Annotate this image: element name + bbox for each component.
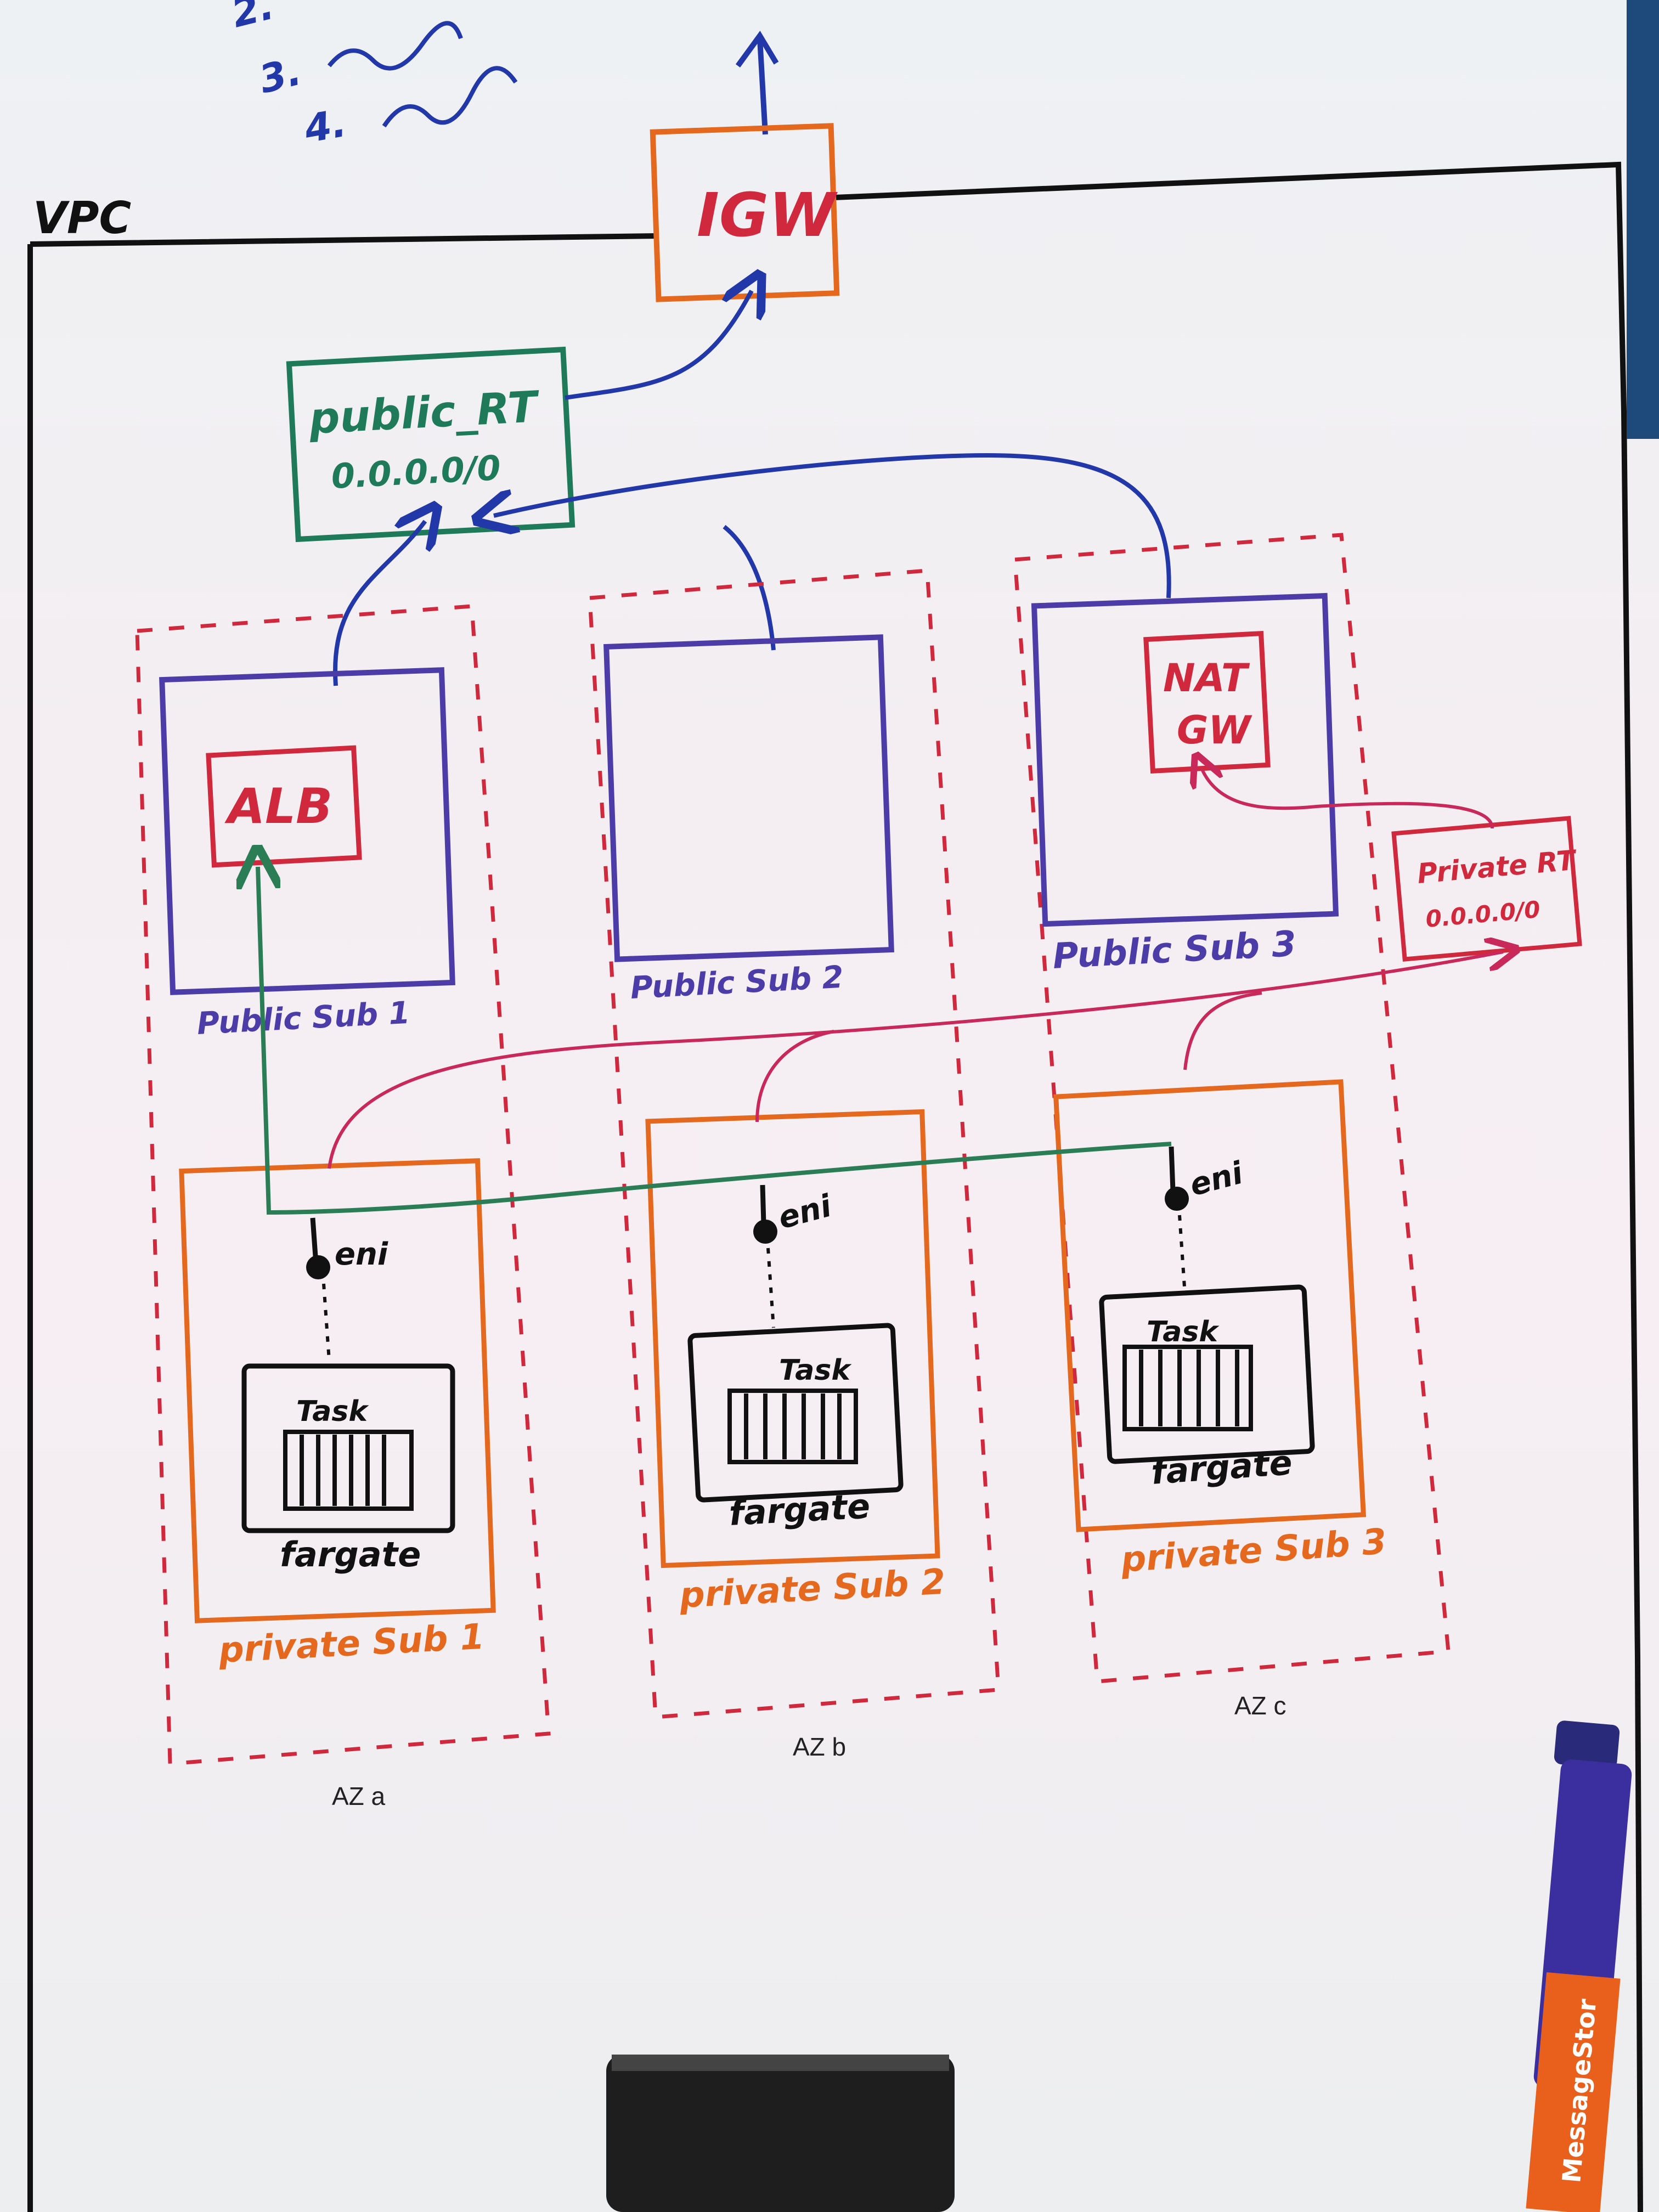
eni-2-label: eni (775, 1188, 836, 1236)
az-a-region (135, 604, 551, 1766)
az-b-region (588, 568, 1001, 1719)
private-subnet-2: private Sub 2 (645, 1109, 946, 1616)
eni-3-label: eni (1186, 1155, 1247, 1203)
az-a-label: AZ a (332, 1782, 386, 1810)
public-rt-cidr: 0.0.0.0/0 (330, 448, 501, 496)
public-rt-box (286, 346, 575, 543)
task-1-container-icon (283, 1430, 414, 1511)
alb-box (206, 745, 362, 868)
vpc-boundary (27, 161, 1643, 2212)
nat-gw-line-2: GW (1177, 708, 1252, 753)
private-rt-cidr: 0.0.0.0/0 (1425, 896, 1542, 933)
marker-cap (1627, 0, 1659, 439)
private-sub3-route (1183, 991, 1262, 1070)
task-1: Task fargate (241, 1363, 455, 1575)
alb-to-rt-route (333, 521, 425, 686)
task-3: Task fargate (1099, 1284, 1315, 1492)
task-2: Task fargate (687, 1323, 904, 1533)
eni-1-label: eni (335, 1237, 388, 1272)
notes: 2. 3. 4. (227, 0, 518, 152)
private-subnet-3: private Sub 3 (1053, 1079, 1388, 1581)
task-2-label: Task (779, 1354, 852, 1387)
note-scribble-4 (382, 66, 518, 128)
task-3-label: Task (1147, 1316, 1220, 1348)
note-line-2: 2. (227, 0, 278, 36)
whiteboard-eraser (606, 2055, 955, 2212)
private-rt-to-nat-route (1201, 768, 1494, 829)
private-sub2-route (755, 1030, 834, 1122)
task-1-label: Task (296, 1395, 369, 1428)
task-3-runtime: fargate (1150, 1442, 1294, 1492)
whiteboard-marker: MessageStor (1526, 1720, 1632, 2212)
note-line-4: 4. (301, 100, 349, 152)
public-subnet-1-label: Public Sub 1 (196, 995, 411, 1042)
igw-label: IGW (697, 180, 838, 250)
private-subnet-3-label: private Sub 3 (1119, 1521, 1388, 1581)
az-b-label: AZ b (793, 1733, 846, 1761)
private-subnet-1-label: private Sub 1 (217, 1617, 486, 1671)
az-c-region (1013, 533, 1451, 1684)
alb-label: ALB (224, 778, 332, 834)
private-rt-name: Private RT (1416, 844, 1579, 890)
nat-gw-line-1: NAT (1163, 656, 1250, 701)
eni-2: eni (753, 1184, 836, 1328)
task-3-container-icon (1122, 1345, 1253, 1431)
eni-1: eni (306, 1217, 388, 1361)
igw-up-arrow (757, 38, 768, 135)
eni-3: eni (1165, 1146, 1247, 1295)
availability-zones (135, 533, 1451, 1766)
az-c-label: AZ c (1234, 1691, 1286, 1720)
alb-to-eni-target-line (258, 867, 1172, 1215)
public-rt-name: public_RT (307, 382, 541, 444)
vpc-label: VPC (33, 193, 131, 244)
public-subnet-1: Public Sub 1 (159, 667, 455, 1042)
nat-to-rt-route (494, 453, 1171, 599)
public-subnet-3-label: Public Sub 3 (1052, 924, 1297, 977)
private-subnet-2-label: private Sub 2 (678, 1562, 946, 1616)
pubsub2-to-rt-route (723, 524, 776, 651)
private-subnets-to-private-rt (328, 952, 1503, 1169)
note-scribble-3 (327, 21, 463, 71)
public-subnet-3: Public Sub 3 (1031, 592, 1339, 977)
task-1-runtime: fargate (280, 1534, 421, 1575)
note-line-3: 3. (255, 49, 306, 103)
task-2-container-icon (727, 1389, 858, 1464)
rt-to-igw-route (565, 291, 752, 400)
public-subnet-2-label: Public Sub 2 (629, 960, 844, 1006)
task-2-runtime: fargate (728, 1486, 871, 1533)
public-subnet-2: Public Sub 2 (603, 634, 894, 1006)
